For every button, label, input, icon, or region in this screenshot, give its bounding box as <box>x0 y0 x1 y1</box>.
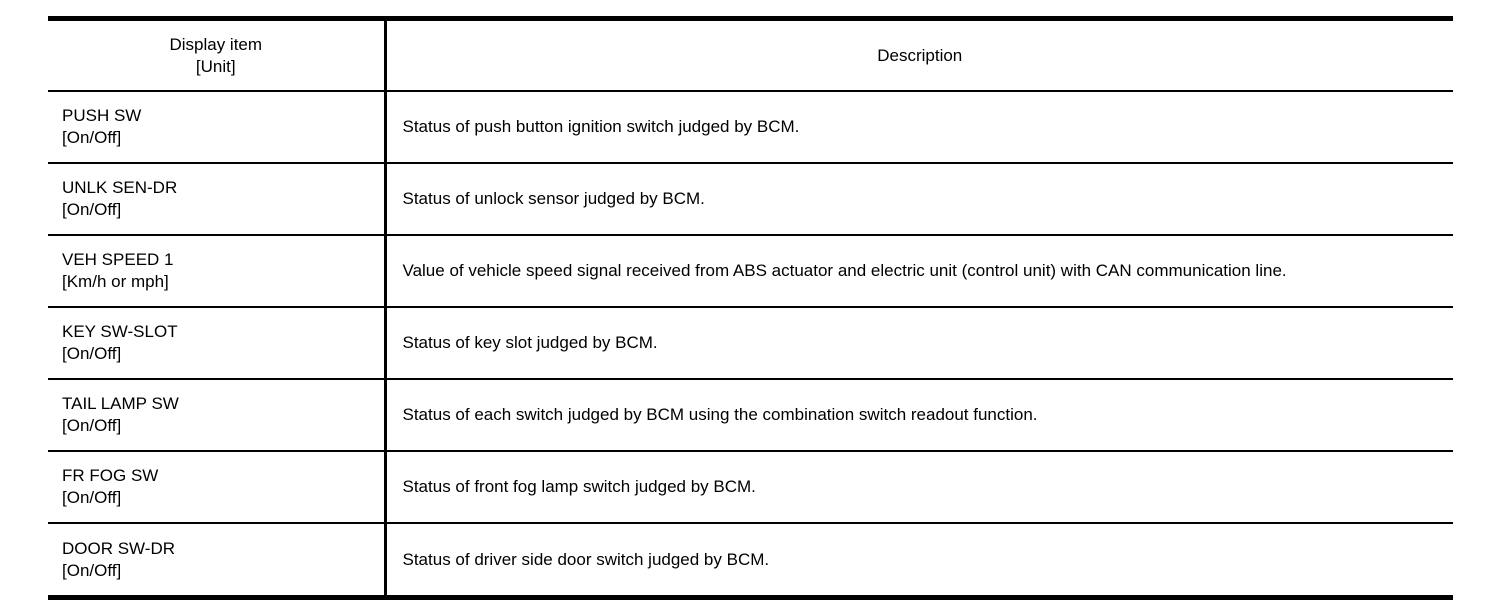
display-item-cell: UNLK SEN-DR [On/Off] <box>48 162 387 235</box>
description-text: Status of unlock sensor judged by BCM. <box>402 189 705 208</box>
description-text: Value of vehicle speed signal received f… <box>402 261 1287 280</box>
display-item-label: TAIL LAMP SW <box>62 394 179 413</box>
table-row: DOOR SW-DR [On/Off] Status of driver sid… <box>48 522 1453 595</box>
description-text: Status of key slot judged by BCM. <box>402 333 658 352</box>
header-cell-display-item: Display item [Unit] <box>48 21 387 91</box>
description-cell: Status of each switch judged by BCM usin… <box>385 378 1453 451</box>
header-display-item-line1: Display item <box>169 34 263 54</box>
display-item-cell: FR FOG SW [On/Off] <box>48 450 387 523</box>
unit-label: [On/Off] <box>62 560 122 580</box>
unit-label: [Km/h or mph] <box>62 272 169 291</box>
display-item-cell: KEY SW-SLOT [On/Off] <box>48 306 387 379</box>
header-description-label: Description <box>877 45 963 65</box>
description-cell: Status of key slot judged by BCM. <box>385 306 1453 379</box>
description-cell: Status of driver side door switch judged… <box>385 522 1453 595</box>
display-item-label: UNLK SEN-DR <box>62 178 178 197</box>
unit-label: [On/Off] <box>62 488 122 507</box>
table-row: KEY SW-SLOT [On/Off] Status of key slot … <box>48 306 1453 379</box>
display-item-label: FR FOG SW <box>62 466 159 485</box>
table-row: PUSH SW [On/Off] Status of push button i… <box>48 90 1453 163</box>
unit-label: [On/Off] <box>62 200 122 219</box>
description-text: Status of driver side door switch judged… <box>402 549 770 569</box>
description-cell: Status of push button ignition switch ju… <box>385 90 1453 163</box>
table-row: TAIL LAMP SW [On/Off] Status of each swi… <box>48 378 1453 451</box>
unit-label: [On/Off] <box>62 128 122 147</box>
table-row: FR FOG SW [On/Off] Status of front fog l… <box>48 450 1453 523</box>
description-text: Status of push button ignition switch ju… <box>402 117 800 136</box>
display-item-label: KEY SW-SLOT <box>62 322 178 341</box>
display-item-description-table: Display item [Unit] Description PUSH SW … <box>48 21 1453 595</box>
table-row: UNLK SEN-DR [On/Off] Status of unlock se… <box>48 162 1453 235</box>
description-cell: Status of front fog lamp switch judged b… <box>385 450 1453 523</box>
spec-table-frame: Display item [Unit] Description PUSH SW … <box>48 16 1453 600</box>
display-item-cell: DOOR SW-DR [On/Off] <box>48 522 387 595</box>
table-header-row: Display item [Unit] Description <box>48 21 1453 91</box>
description-cell: Status of unlock sensor judged by BCM. <box>385 162 1453 235</box>
unit-label: [On/Off] <box>62 416 122 435</box>
header-display-item-line2: [Unit] <box>195 56 236 76</box>
display-item-label: VEH SPEED 1 <box>62 250 174 269</box>
header-cell-description: Description <box>385 21 1453 91</box>
description-cell: Value of vehicle speed signal received f… <box>385 234 1453 307</box>
display-item-cell: TAIL LAMP SW [On/Off] <box>48 378 387 451</box>
description-text: Status of front fog lamp switch judged b… <box>402 477 756 496</box>
display-item-cell: PUSH SW [On/Off] <box>48 90 387 163</box>
display-item-cell: VEH SPEED 1 [Km/h or mph] <box>48 234 387 307</box>
table-row: VEH SPEED 1 [Km/h or mph] Value of vehic… <box>48 234 1453 307</box>
display-item-label: PUSH SW <box>62 106 142 125</box>
unit-label: [On/Off] <box>62 344 122 363</box>
display-item-label: DOOR SW-DR <box>62 538 176 558</box>
description-text: Status of each switch judged by BCM usin… <box>402 405 1038 424</box>
